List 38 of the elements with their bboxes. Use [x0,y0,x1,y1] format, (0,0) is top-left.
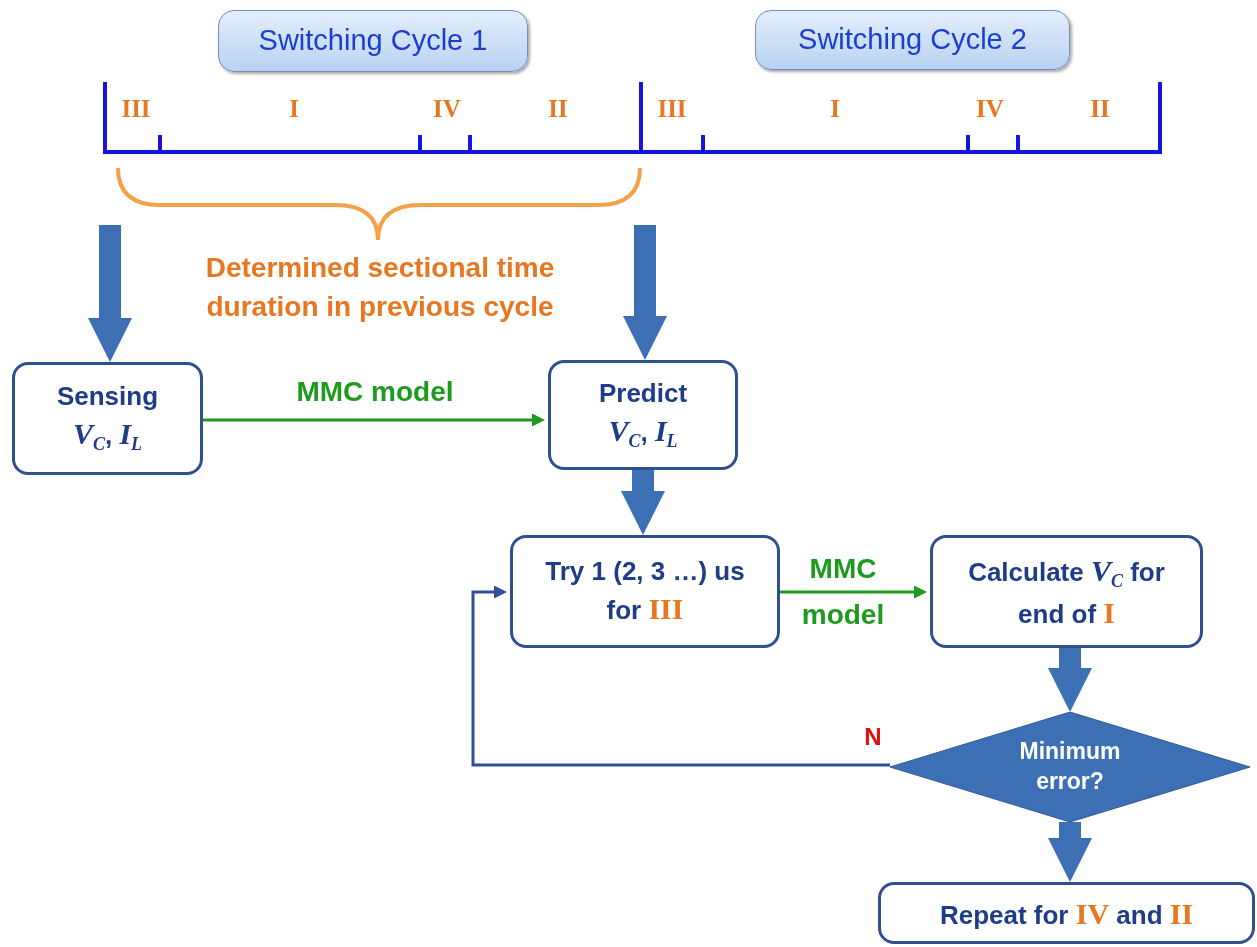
annotation-text: Determined sectional time duration in previous cycle [204,251,556,325]
node-text: V$_{C}$, I$_{L}$ [608,412,678,453]
phase-label: III [657,95,687,123]
phase-label: I [830,95,840,123]
phase-label: II [1090,95,1110,123]
process-box [930,535,1203,648]
process-box [12,362,203,475]
phase-label: IV [433,95,461,123]
process-box [878,882,1255,944]
node-text: Switching Cycle 2 [798,22,1027,58]
curly-brace [116,167,642,242]
node-text: Predict [598,376,688,410]
phase-label: IV [976,95,1004,123]
arrow [471,585,890,767]
phase-label: III [121,95,151,123]
node-text: Sensing [56,380,159,414]
block-arrow [623,225,667,360]
node-text: Calculate V$_{C}$ for end of I [967,552,1166,632]
node-text: Switching Cycle 1 [258,23,488,59]
title-box [218,10,528,72]
arrow [203,413,545,427]
edge-label: N [863,723,883,751]
node-text: Minimum error? [1018,737,1122,796]
phase-label: II [548,95,568,123]
decision-diamond [890,712,1250,822]
phase-label: I [289,95,299,123]
block-arrow [1048,648,1092,712]
edge-label: MMC model [800,552,886,632]
block-arrow [1048,822,1092,882]
block-arrow [88,225,132,362]
process-box [510,535,780,648]
node-text: V$_{C}$, I$_{L}$ [72,416,143,457]
block-arrow [621,470,665,535]
process-box [548,360,738,470]
arrow [780,585,927,599]
node-text: Repeat for IV and II [939,895,1194,932]
title-box [755,10,1070,70]
node-text: Try 1 (2, 3 …) us for III [545,555,745,627]
